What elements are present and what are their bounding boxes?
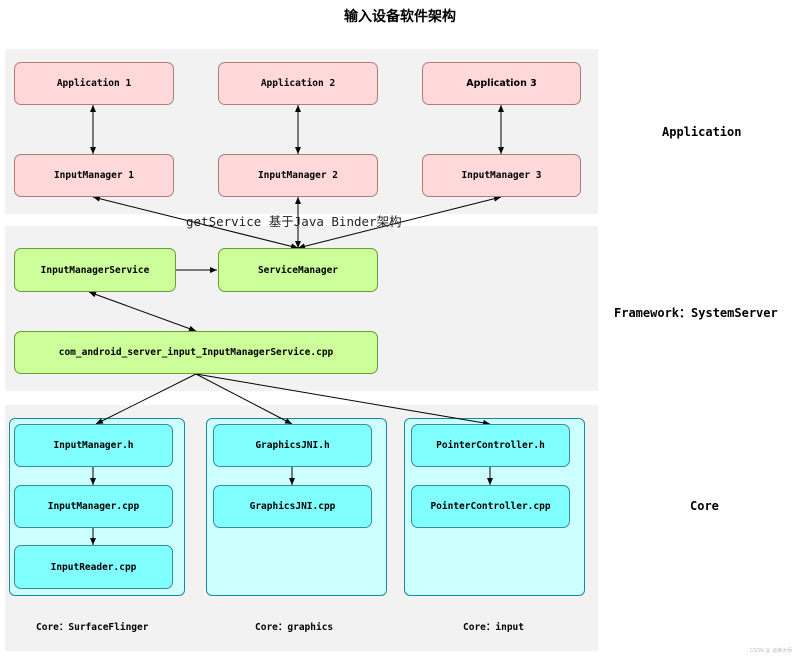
inputmanager-cpp-box: InputManager.cpp [14,485,173,528]
application-1-box: Application 1 [14,62,174,105]
watermark: CSDN @ 运维大师 [749,648,792,654]
pointercontroller-cpp-box: PointerController.cpp [411,485,570,528]
servicemanager-box: ServiceManager [218,248,378,292]
inputmanager-1-box: InputManager 1 [14,154,174,197]
page-title: 输入设备软件架构 [344,9,456,25]
inputreader-cpp-box: InputReader.cpp [14,545,173,589]
inputmanager-3-box: InputManager 3 [422,154,581,197]
inputmanager-h-box: InputManager.h [14,424,173,467]
graphicsjni-cpp-box: GraphicsJNI.cpp [213,485,372,528]
inputmanager-2-box: InputManager 2 [218,154,378,197]
core-surfaceflinger-label: Core：SurfaceFlinger [36,622,149,633]
core-input-label: Core：input [463,622,524,633]
graphicsjni-h-box: GraphicsJNI.h [213,424,372,467]
application-3-box: Application 3 [422,62,581,105]
pointercontroller-h-box: PointerController.h [411,424,570,467]
jni-inputmanagerservice-box: com_android_server_input_InputManagerSer… [14,331,378,374]
binder-edge-label: getService 基于Java Binder架构 [186,214,402,229]
core-graphics-label: Core：graphics [255,622,334,633]
framework-layer-label: Framework：SystemServer [614,306,778,320]
inputmanagerservice-box: InputManagerService [14,248,176,292]
core-layer-label: Core [690,499,719,513]
application-2-box: Application 2 [218,62,378,105]
application-layer-label: Application [662,125,742,139]
